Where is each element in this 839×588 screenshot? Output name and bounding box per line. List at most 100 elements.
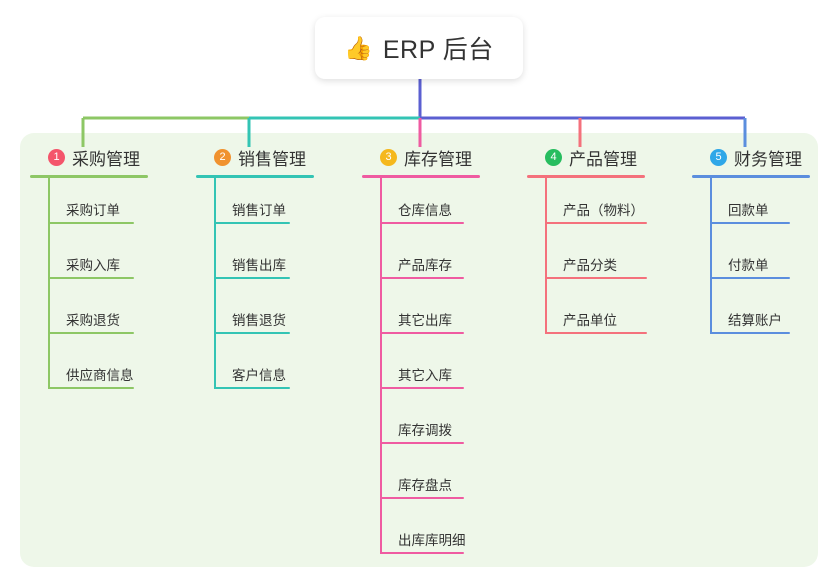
leaf-item[interactable]: 产品单位 xyxy=(527,288,647,343)
branch-header-1[interactable]: 1 采购管理 xyxy=(30,145,148,169)
leaf-item[interactable]: 结算账户 xyxy=(692,288,810,343)
leaf-item-label: 采购退货 xyxy=(66,313,120,328)
leaf-item-label: 付款单 xyxy=(728,258,769,273)
branch-title: 库存管理 xyxy=(404,149,472,169)
leaf-item[interactable]: 库存盘点 xyxy=(362,453,480,508)
leaf-item-rule xyxy=(48,222,134,224)
branch-items: 产品（物料） 产品分类产品单位 xyxy=(527,178,647,343)
leaf-item-label: 仓库信息 xyxy=(398,203,452,218)
branch-column-3: 3 库存管理仓库信息产品库存其它出库其它入库库存调拨库存盘点出库库明细 xyxy=(362,145,480,563)
leaf-item[interactable]: 付款单 xyxy=(692,233,810,288)
branch-items: 销售订单销售出库销售退货客户信息 xyxy=(196,178,314,398)
leaf-item-rule xyxy=(380,222,464,224)
branch-title: 产品管理 xyxy=(569,149,637,169)
leaf-item[interactable]: 销售订单 xyxy=(196,178,314,233)
leaf-item-label: 销售出库 xyxy=(232,258,286,273)
leaf-item-rule xyxy=(380,442,464,444)
branch-column-4: 4 产品管理产品（物料） 产品分类产品单位 xyxy=(527,145,647,343)
leaf-item[interactable]: 销售退货 xyxy=(196,288,314,343)
leaf-item-rule xyxy=(214,222,290,224)
branch-title: 销售管理 xyxy=(238,149,306,169)
leaf-item-rule xyxy=(545,222,647,224)
leaf-item[interactable]: 产品分类 xyxy=(527,233,647,288)
branch-column-2: 2 销售管理销售订单销售出库销售退货客户信息 xyxy=(196,145,314,398)
leaf-item[interactable]: 库存调拨 xyxy=(362,398,480,453)
leaf-item-label: 供应商信息 xyxy=(66,368,134,383)
diagram-panel xyxy=(20,133,818,567)
leaf-item-label: 出库库明细 xyxy=(398,533,466,548)
leaf-item[interactable]: 出库库明细 xyxy=(362,508,480,563)
branch-items: 回款单付款单结算账户 xyxy=(692,178,810,343)
leaf-item[interactable]: 产品（物料） xyxy=(527,178,647,233)
branch-header-rule xyxy=(196,175,314,178)
branch-header-rule xyxy=(527,175,645,178)
leaf-item-rule xyxy=(48,277,134,279)
leaf-item-label: 其它出库 xyxy=(398,313,452,328)
leaf-item-rule xyxy=(710,222,790,224)
leaf-item-rule xyxy=(214,387,290,389)
leaf-item-rule xyxy=(380,277,464,279)
branch-header-rule xyxy=(362,175,480,178)
leaf-item-label: 销售退货 xyxy=(232,313,286,328)
leaf-item-label: 产品单位 xyxy=(563,313,617,328)
branch-number-badge: 5 xyxy=(710,148,727,166)
branch-title: 财务管理 xyxy=(734,149,802,169)
leaf-item-rule xyxy=(380,552,464,554)
leaf-item-label: 库存调拨 xyxy=(398,423,452,438)
leaf-item-rule xyxy=(380,387,464,389)
leaf-item-label: 销售订单 xyxy=(232,203,286,218)
branch-header-5[interactable]: 5 财务管理 xyxy=(692,145,810,169)
branch-header-4[interactable]: 4 产品管理 xyxy=(527,145,645,169)
branch-column-5: 5 财务管理回款单付款单结算账户 xyxy=(692,145,810,343)
branch-header-rule xyxy=(30,175,148,178)
branch-number-badge: 1 xyxy=(48,148,65,166)
leaf-item-label: 客户信息 xyxy=(232,368,286,383)
leaf-item[interactable]: 其它入库 xyxy=(362,343,480,398)
leaf-item-rule xyxy=(380,497,464,499)
branch-spine xyxy=(710,178,712,334)
branch-number-badge: 3 xyxy=(380,148,397,166)
leaf-item[interactable]: 采购退货 xyxy=(30,288,148,343)
leaf-item-label: 回款单 xyxy=(728,203,769,218)
leaf-item-label: 采购订单 xyxy=(66,203,120,218)
branch-number-badge: 4 xyxy=(545,148,562,166)
leaf-item-rule xyxy=(48,387,134,389)
branch-title: 采购管理 xyxy=(72,149,140,169)
leaf-item-rule xyxy=(380,332,464,334)
branch-spine xyxy=(214,178,216,389)
leaf-item[interactable]: 销售出库 xyxy=(196,233,314,288)
thumbs-up-icon: 👍 xyxy=(344,34,373,61)
root-node[interactable]: 👍 ERP 后台 xyxy=(315,17,523,79)
leaf-item-label: 库存盘点 xyxy=(398,478,452,493)
leaf-item-rule xyxy=(710,332,790,334)
branch-items: 采购订单采购入库采购退货供应商信息 xyxy=(30,178,148,398)
leaf-item-rule xyxy=(710,277,790,279)
branch-header-rule xyxy=(692,175,810,178)
leaf-item[interactable]: 供应商信息 xyxy=(30,343,148,398)
branch-number-badge: 2 xyxy=(214,148,231,166)
branch-header-2[interactable]: 2 销售管理 xyxy=(196,145,314,169)
leaf-item-label: 采购入库 xyxy=(66,258,120,273)
leaf-item-rule xyxy=(545,277,647,279)
leaf-item-rule xyxy=(48,332,134,334)
branch-header-3[interactable]: 3 库存管理 xyxy=(362,145,480,169)
branch-spine xyxy=(48,178,50,389)
leaf-item-rule xyxy=(545,332,647,334)
branch-items: 仓库信息产品库存其它出库其它入库库存调拨库存盘点出库库明细 xyxy=(362,178,480,563)
leaf-item[interactable]: 采购订单 xyxy=(30,178,148,233)
leaf-item-label: 产品分类 xyxy=(563,258,617,273)
leaf-item-rule xyxy=(214,332,290,334)
leaf-item-label: 结算账户 xyxy=(728,313,782,328)
leaf-item-label: 产品（物料） xyxy=(563,203,644,218)
branch-spine xyxy=(545,178,547,334)
leaf-item[interactable]: 其它出库 xyxy=(362,288,480,343)
leaf-item[interactable]: 采购入库 xyxy=(30,233,148,288)
leaf-item[interactable]: 产品库存 xyxy=(362,233,480,288)
branch-spine xyxy=(380,178,382,554)
leaf-item[interactable]: 回款单 xyxy=(692,178,810,233)
root-node-label: ERP 后台 xyxy=(382,36,494,64)
leaf-item-rule xyxy=(214,277,290,279)
leaf-item[interactable]: 仓库信息 xyxy=(362,178,480,233)
leaf-item[interactable]: 客户信息 xyxy=(196,343,314,398)
